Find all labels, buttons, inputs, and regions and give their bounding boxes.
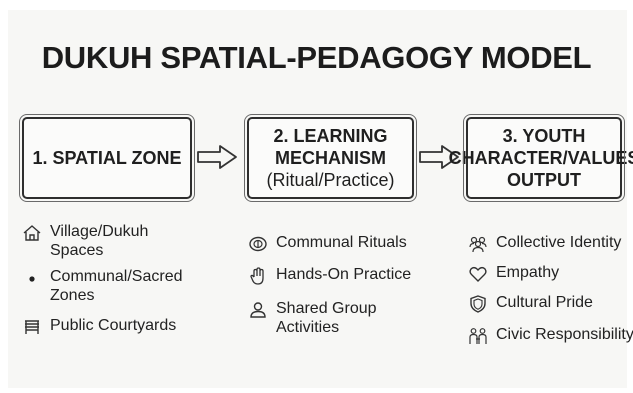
- bullet-icon: [22, 268, 42, 288]
- box-label: CHARACTER/VALUES: [448, 148, 633, 168]
- box-label: MECHANISM: [275, 148, 386, 168]
- box-sublabel: (Ritual/Practice): [266, 170, 395, 190]
- box-label: OUTPUT: [507, 170, 581, 190]
- arrow-right-icon: [197, 145, 237, 169]
- learning-mechanism-box: 2. LEARNING MECHANISM (Ritual/Practice): [244, 114, 417, 202]
- arrow-right-icon: [419, 145, 459, 169]
- bench-icon: [22, 317, 42, 337]
- list-item: Civic Responsibility: [468, 325, 633, 346]
- group-icon: [468, 234, 488, 254]
- shield-icon: [468, 294, 488, 314]
- list-item: Hands-On Practice: [248, 265, 411, 286]
- spatial-zone-box: 1. SPATIAL ZONE: [19, 114, 195, 202]
- list-item: Cultural Pride: [468, 293, 593, 314]
- house-icon: [22, 223, 42, 243]
- diagram-canvas: [8, 10, 627, 388]
- list-item: Empathy: [468, 263, 559, 284]
- person-icon: [248, 300, 268, 320]
- box-label: 3. YOUTH: [502, 126, 586, 146]
- list-item: Communal/Sacred Zones: [22, 267, 183, 305]
- box-label: 1. SPATIAL ZONE: [32, 148, 182, 168]
- box-label: 2. LEARNING: [273, 126, 388, 146]
- list-item: Shared Group Activities: [248, 299, 377, 337]
- list-item: Collective Identity: [468, 233, 621, 254]
- ritual-coin-icon: [248, 234, 268, 254]
- heart-icon: [468, 264, 488, 284]
- people-icon: [468, 326, 488, 346]
- youth-character-box: 3. YOUTH CHARACTER/VALUES OUTPUT: [449, 114, 633, 202]
- list-item: Public Courtyards: [22, 316, 176, 337]
- diagram-title: DUKUH SPATIAL-PEDAGOGY MODEL: [41, 40, 592, 75]
- list-item: Village/Dukuh Spaces: [22, 222, 148, 260]
- hand-icon: [248, 266, 268, 286]
- list-item: Communal Rituals: [248, 233, 407, 254]
